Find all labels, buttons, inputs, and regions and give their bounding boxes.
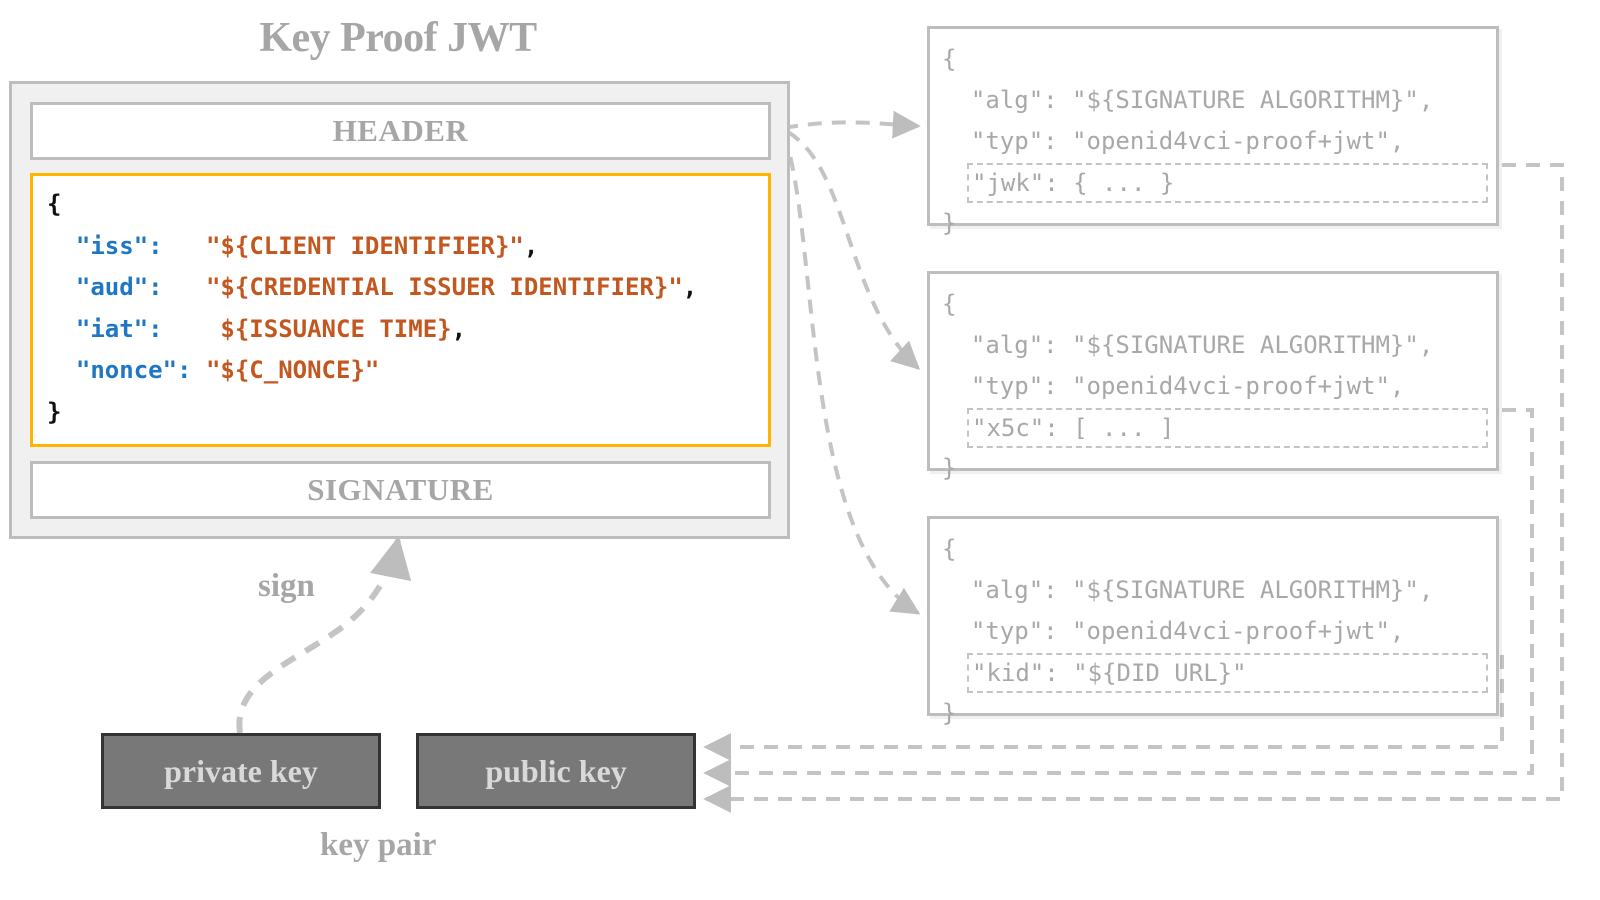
payload-punct-iss: , [523, 231, 539, 260]
jwk-alg-line: "alg": "${SIGNATURE ALGORITHM}", [942, 86, 1434, 114]
payload-gap-iat [163, 315, 221, 343]
jwk-typ-line: "typ": "openid4vci-proof+jwt", [942, 127, 1405, 155]
jwt-payload-code-block: { "iss": "${CLIENT IDENTIFIER}", "aud": … [30, 173, 771, 447]
payload-value-iat: ${ISSUANCE TIME} [220, 314, 452, 343]
payload-punct-iat: , [451, 314, 467, 343]
jose-header-variant-jwk: { "alg": "${SIGNATURE ALGORITHM}", "typ"… [927, 26, 1499, 237]
payload-value-aud: "${CREDENTIAL ISSUER IDENTIFIER}" [205, 273, 683, 301]
connector-header-to-x5c [786, 130, 921, 370]
private-key-box: private key [101, 733, 381, 809]
sign-edge-label: sign [258, 568, 315, 604]
key-proof-jwt-container: HEADER { "iss": "${CLIENT IDENTIFIER}", … [9, 81, 790, 539]
payload-value-iss: "${CLIENT IDENTIFIER}" [205, 231, 524, 260]
connector-header-to-jwk [783, 110, 921, 139]
page-title: Key Proof JWT [259, 15, 537, 61]
payload-open-brace: { [47, 190, 62, 218]
kid-highlight-line: "kid": "${DID URL}" [967, 653, 1488, 693]
x5c-close-brace: } [942, 454, 957, 482]
connector-header-to-kid [782, 133, 921, 615]
payload-close-brace: } [47, 397, 62, 426]
payload-key-nonce: "nonce": [75, 356, 192, 384]
public-key-box: public key [416, 733, 696, 809]
jwk-open-brace: { [942, 45, 957, 73]
kid-typ-line: "typ": "openid4vci-proof+jwt", [942, 617, 1405, 645]
payload-punct-aud: , [682, 273, 698, 301]
jwt-header-section: HEADER [30, 102, 771, 160]
kid-alg-line: "alg": "${SIGNATURE ALGORITHM}", [942, 576, 1434, 604]
payload-value-nonce: "${C_NONCE}" [205, 356, 380, 384]
jwt-signature-section: SIGNATURE [30, 461, 771, 519]
kid-close-brace: } [942, 699, 957, 727]
payload-key-iat: "iat": [75, 314, 163, 343]
payload-key-iss: "iss": [75, 231, 163, 260]
x5c-alg-line: "alg": "${SIGNATURE ALGORITHM}", [942, 331, 1434, 359]
x5c-typ-line: "typ": "openid4vci-proof+jwt", [942, 372, 1405, 400]
payload-gap-aud [163, 273, 206, 301]
payload-gap-nonce [192, 356, 206, 384]
payload-gap-iss [163, 232, 206, 260]
payload-key-aud: "aud": [75, 273, 163, 301]
jose-header-variant-x5c: { "alg": "${SIGNATURE ALGORITHM}", "typ"… [927, 271, 1499, 482]
kid-open-brace: { [942, 535, 957, 563]
jwk-highlight-line: "jwk": { ... } [967, 163, 1488, 203]
key-pair-group-label: key pair [320, 827, 437, 863]
x5c-highlight-line: "x5c": [ ... ] [967, 408, 1488, 448]
jose-header-variant-kid: { "alg": "${SIGNATURE ALGORITHM}", "typ"… [927, 516, 1499, 727]
x5c-open-brace: { [942, 290, 957, 318]
jwk-close-brace: } [942, 209, 957, 237]
